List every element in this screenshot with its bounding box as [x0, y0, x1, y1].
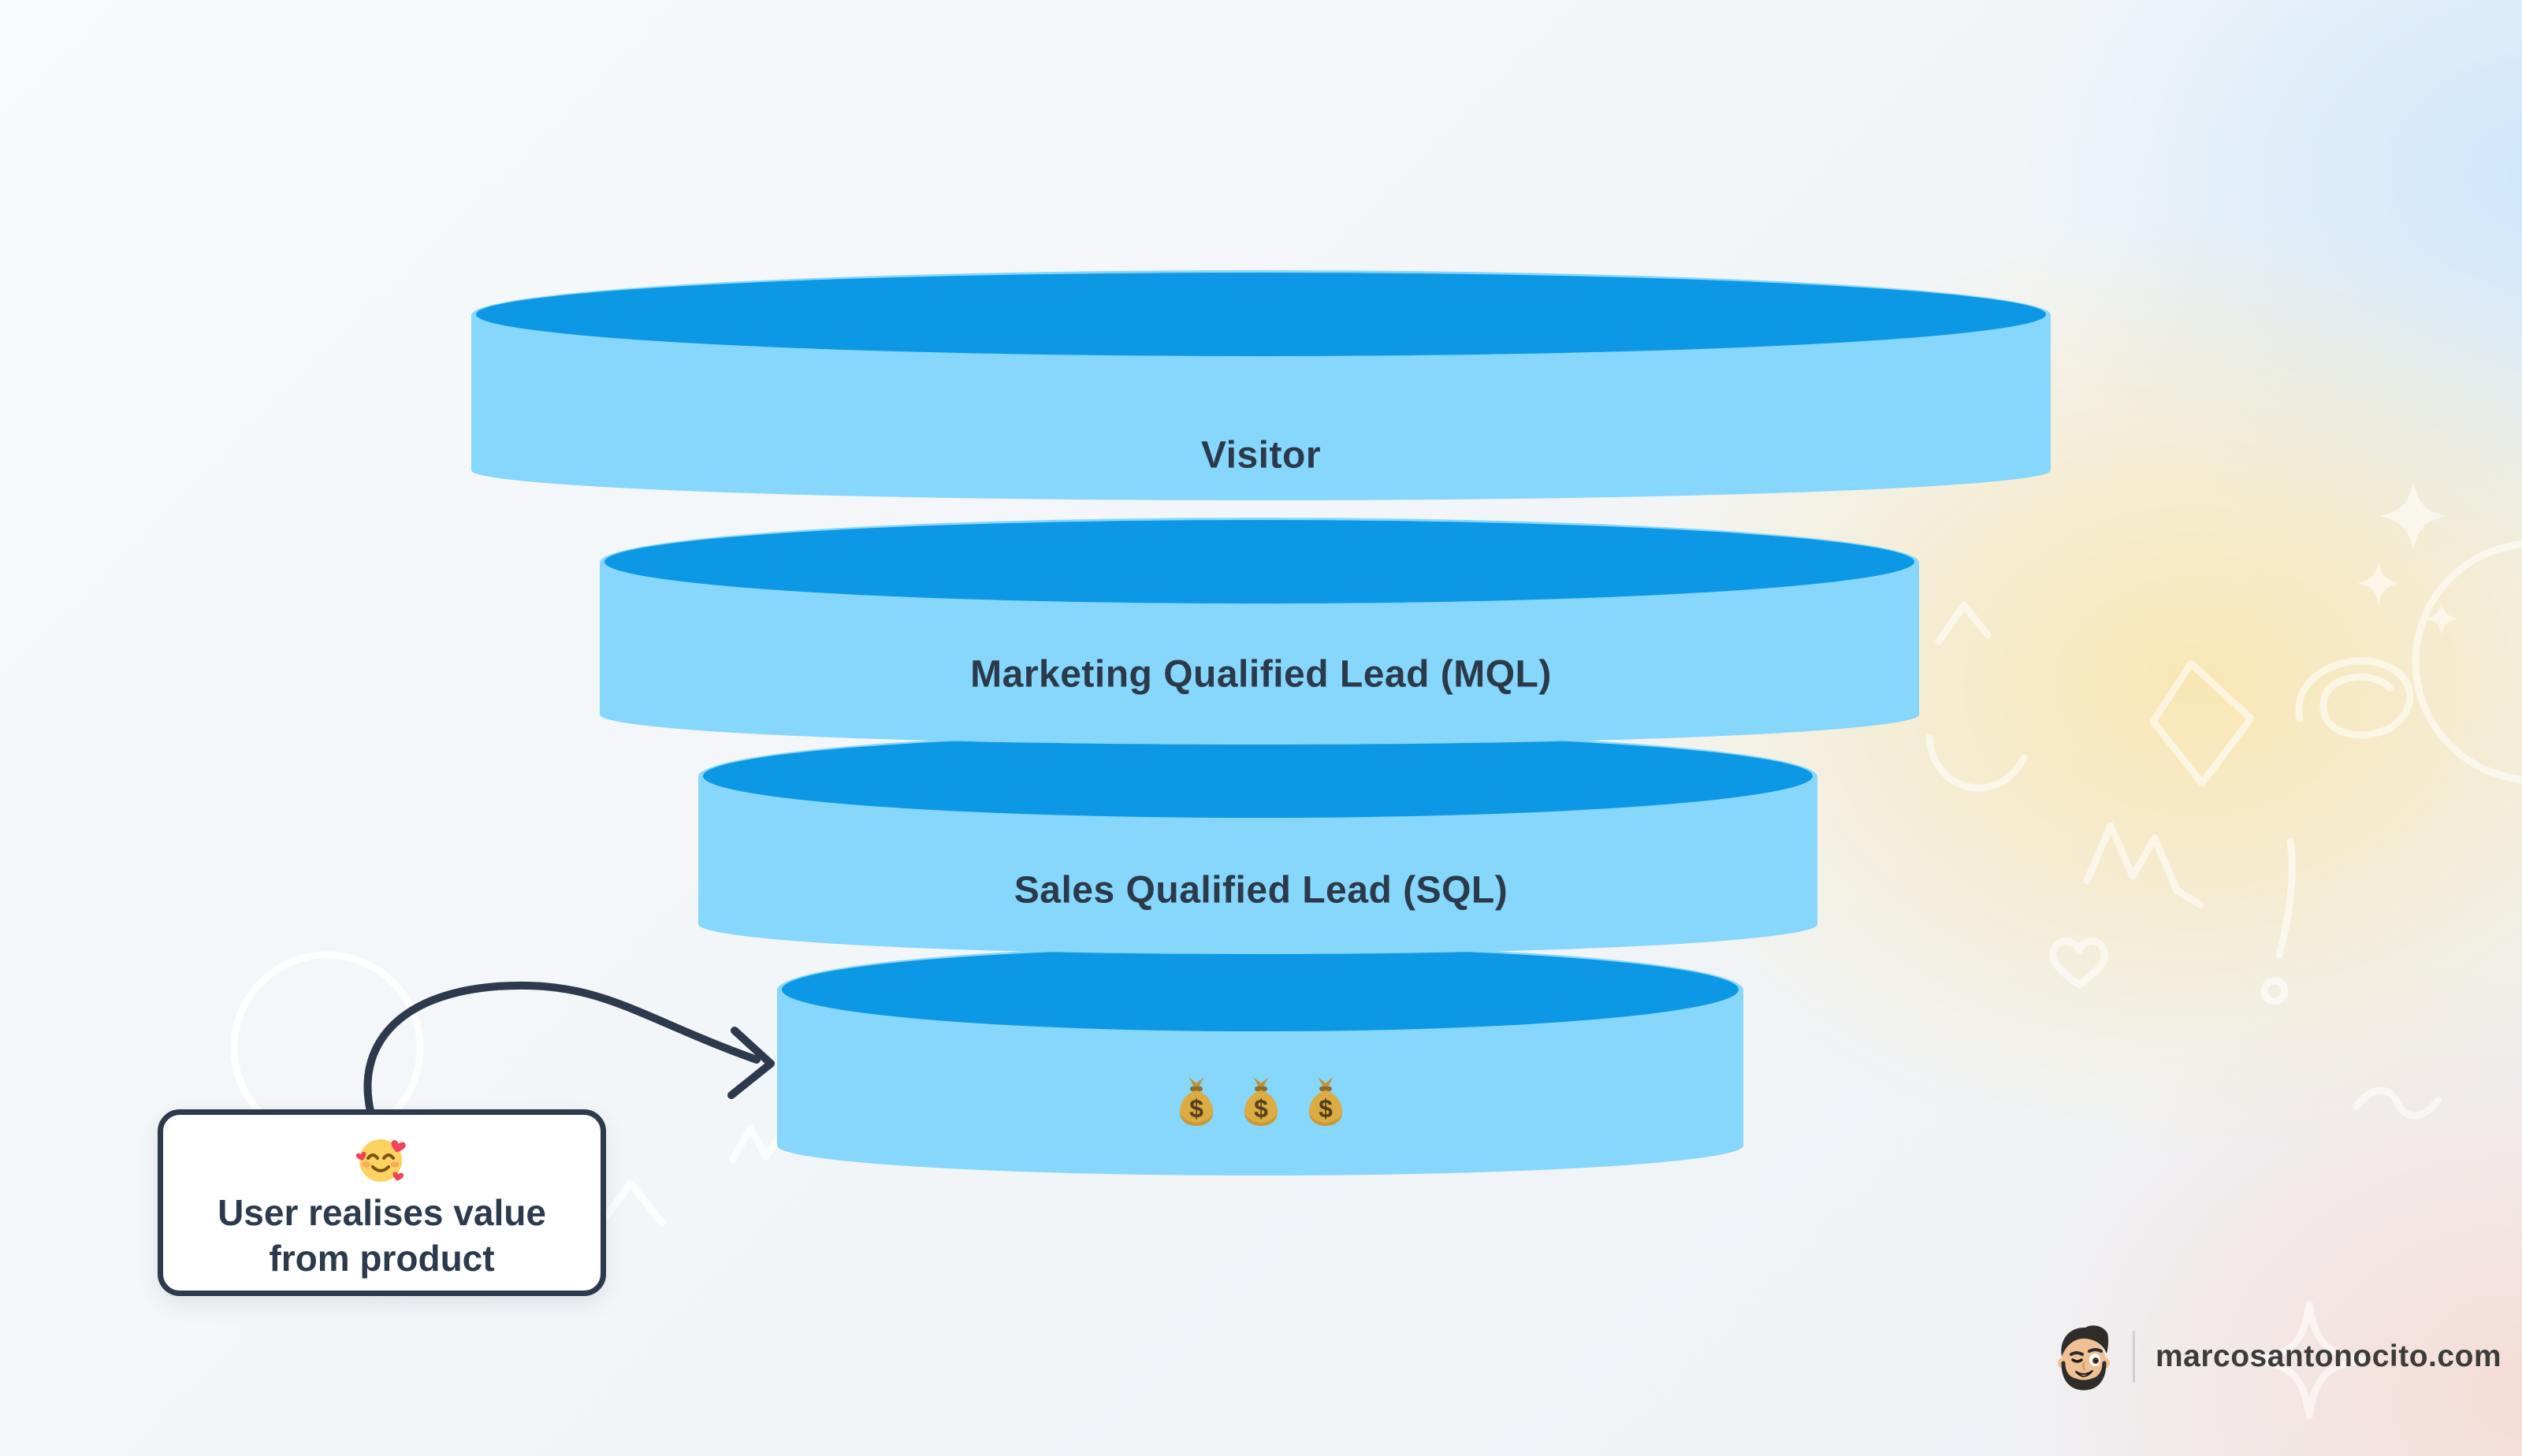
tier-body [698, 775, 1817, 954]
tier-top-ellipse [604, 520, 1914, 604]
funnel-tier-sql [698, 732, 1817, 954]
doodle-heart [2049, 938, 2108, 989]
funnel-tier-value-realised [777, 945, 1743, 1176]
watermark: marcosantonocito.com [2046, 1317, 2502, 1396]
doodle-scribble-loop [2295, 657, 2413, 739]
funnel-tier-mql [600, 518, 1919, 745]
doodle-sparkle-small [2425, 602, 2458, 635]
smiling-face-with-hearts-emoji [355, 1139, 406, 1182]
tier-body [600, 561, 1919, 745]
svg-text:$: $ [1189, 1094, 1203, 1123]
annotation-text: User realises value from product [218, 1192, 546, 1279]
svg-text:$: $ [1319, 1094, 1333, 1123]
annotation-card: User realises value from product [158, 1109, 606, 1296]
watermark-divider [2133, 1331, 2135, 1383]
tier-top-ellipse [703, 734, 1813, 818]
tier-label-sql: Sales Qualified Lead (SQL) [1014, 869, 1508, 912]
arrow-head [727, 1027, 775, 1099]
tier-top-ellipse [782, 948, 1739, 1031]
watermark-link[interactable]: marcosantonocito.com [2156, 1339, 2502, 1373]
tier-label-mql: Marketing Qualified Lead (MQL) [970, 653, 1552, 696]
doodle-sparkle-medium [2357, 562, 2400, 604]
doodle-exclamation [2275, 838, 2296, 959]
money-bag-emoji: $ [1244, 1077, 1278, 1126]
doodle-exclamation-dot [2260, 977, 2289, 1005]
winking-memoji-avatar [2058, 1325, 2110, 1391]
money-bag-emoji: $ [1309, 1077, 1342, 1126]
doodle-squiggle [2353, 1086, 2442, 1120]
doodle-arc [1925, 734, 2028, 792]
tier-body [471, 314, 2051, 500]
tier-body [777, 989, 1743, 1176]
money-bag-emoji: $ [1180, 1077, 1213, 1126]
doodle-diamond [2149, 659, 2255, 787]
doodle-caret [1935, 601, 1992, 645]
doodle-caret-left [595, 1179, 666, 1230]
funnel-tier-visitor [471, 270, 2051, 500]
svg-text:$: $ [1254, 1094, 1268, 1123]
tier-money-bags-row: $ $ $ [1173, 1075, 1349, 1127]
doodle-zigzag [2083, 822, 2204, 908]
tier-label-visitor: Visitor [1201, 434, 1321, 477]
doodle-circle-right [2412, 540, 2522, 783]
arrow-curve [363, 981, 761, 1115]
doodle-zigzag-small [729, 1124, 786, 1164]
tier-top-ellipse [476, 273, 2046, 356]
doodle-sparkle-large [2379, 481, 2447, 552]
